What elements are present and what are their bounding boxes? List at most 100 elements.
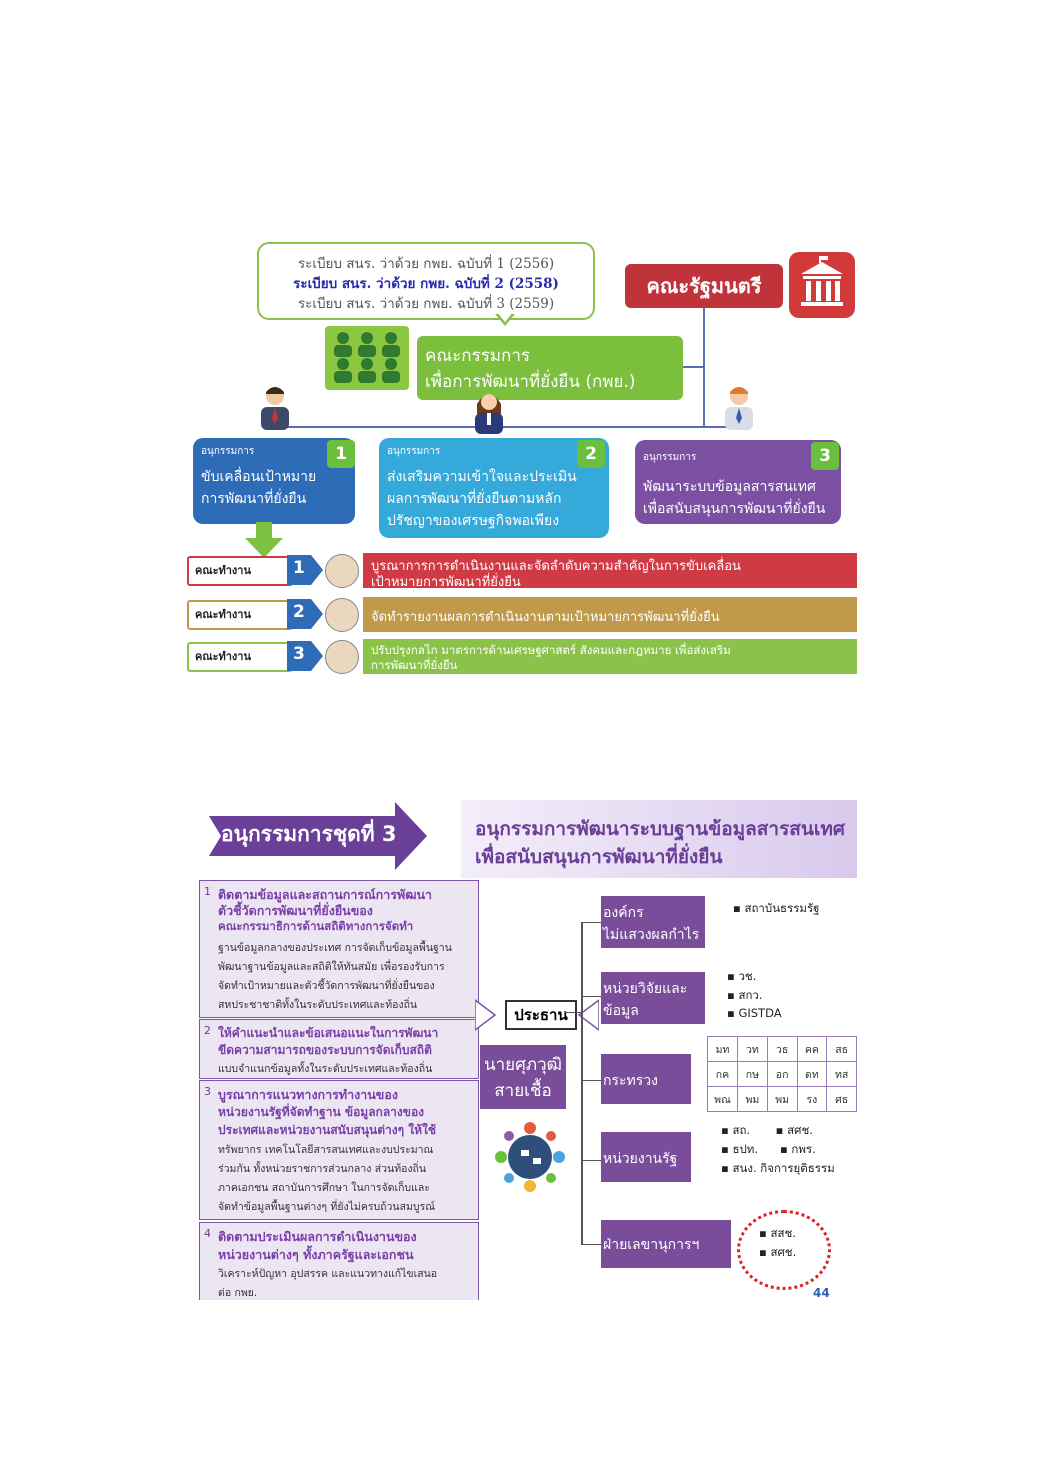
title-left: อนุกรรมการชุดที่ 3: [221, 822, 397, 846]
org-ministry-line1: กระทรวง: [603, 1073, 658, 1089]
subcommittee-3-line2: เพื่อสนับสนุนการพัฒนาที่ยั่งยืน: [643, 501, 826, 517]
chair-name-box: นายศุภวุฒิ สายเชื้อ: [480, 1045, 566, 1109]
task-2-number: 2: [204, 1024, 211, 1037]
ministry-cell: รง: [796, 1086, 828, 1112]
subcommittee-2: อนุกรรมการ 2 ส่งเสริมความเข้าใจและประเมิ…: [379, 438, 609, 538]
slide-committee-structure: ระเบียบ สนร. ว่าด้วย กพย. ฉบับที่ 1 (255…: [185, 238, 857, 674]
working-group-3-bar: ปรับปรุงกลไก มาตรการด้านเศรษฐศาสตร์ สังค…: [363, 639, 857, 674]
org-research-line1: หน่วยวิจัยและ: [603, 981, 688, 997]
org-ministry: กระทรวง: [601, 1054, 691, 1104]
working-group-3-number: 3: [293, 644, 305, 664]
task-3-body3: ภาคเอกชน สถาบันการศึกษา ในการจัดเก็บและ: [218, 1182, 430, 1194]
ministry-cell: ดท: [796, 1061, 828, 1087]
subcommittee-3-line1: พัฒนาระบบข้อมูลสารสนเทศ: [643, 479, 816, 495]
task-1-number: 1: [204, 885, 211, 898]
working-group-3-line2: การพัฒนาที่ยั่งยืน: [371, 658, 458, 672]
working-group-2-avatar-icon: [325, 598, 359, 632]
org-nonprofit-bullet1: ▪ สถาบันธรรมรัฐ: [733, 901, 820, 915]
ministry-cell: ศธ: [826, 1086, 857, 1112]
task-2-heading1: ให้คำแนะนำและข้อเสนอแนะในการพัฒนา: [218, 1026, 439, 1040]
page-number: 44: [813, 1286, 830, 1300]
task-4-number: 4: [204, 1227, 211, 1240]
tree-branch-2: [581, 996, 601, 997]
task-1-heading2: ตัวชี้วัดการพัฒนาที่ยั่งยืนของ: [218, 903, 373, 918]
task-3: 3 บูรณาการแนวทางการทำงานของ หน่วยงานรัฐท…: [199, 1080, 479, 1220]
meeting-table-icon: [495, 1122, 565, 1192]
ministry-cell: สธ: [826, 1036, 857, 1062]
person-man-orange-hair-icon: [721, 384, 757, 430]
org-nonprofit-line1: องค์กร: [603, 905, 644, 921]
subcommittee-3-small: อนุกรรมการ: [643, 452, 697, 463]
subcommittee-2-line2: ผลการพัฒนาที่ยั่งยืนตามหลัก: [387, 491, 562, 507]
committee-box: คณะกรรมการ เพื่อการพัฒนาที่ยั่งยืน (กพย.…: [417, 336, 683, 400]
ministry-cell: กษ: [737, 1061, 768, 1087]
working-group-1: คณะทำงาน 1 บูรณาการการดำเนินงานและจัดลำด…: [185, 552, 857, 590]
task-1-heading3: คณะกรรมาธิการด้านสถิติทางการจัดทำ: [218, 919, 414, 933]
subcommittee-2-number: 2: [577, 440, 605, 468]
cabinet-box: คณะรัฐมนตรี: [625, 264, 783, 308]
subcommittee-1-line2: การพัฒนาที่ยั่งยืน: [201, 491, 307, 507]
org-government-bullet3: ▪ สนง. กิจการยุติธรรม: [721, 1161, 835, 1175]
working-group-1-number: 1: [293, 558, 305, 578]
person-woman-icon: [471, 388, 507, 434]
regulation-2: ระเบียบ สนร. ว่าด้วย กพย. ฉบับที่ 2 (255…: [293, 276, 559, 292]
working-group-3: คณะทำงาน 3 ปรับปรุงกลไก มาตรการด้านเศรษฐ…: [185, 638, 857, 674]
org-government-bullet2: ▪ ธปท. ▪ กพร.: [721, 1142, 816, 1156]
working-group-3-label: คณะทำงาน: [187, 642, 293, 672]
working-group-1-bar: บูรณาการการดำเนินงานและจัดลำดับความสำคัญ…: [363, 553, 857, 590]
tree-root: [565, 1012, 581, 1013]
task-3-body2: ร่วมกัน ทั้งหน่วยราชการส่วนกลาง ส่วนท้อง…: [218, 1163, 427, 1175]
tree-branch-3: [581, 1080, 601, 1081]
subcommittee-3: อนุกรรมการ 3 พัฒนาระบบข้อมูลสารสนเทศ เพื…: [635, 440, 841, 524]
subcommittee-2-small: อนุกรรมการ: [387, 446, 441, 457]
org-secretariat-bullet2: ▪ สศช.: [759, 1245, 797, 1259]
task-3-body4: จัดทำข้อมูลพื้นฐานต่างๆ ที่ยังไม่ครบถ้วน…: [218, 1201, 435, 1213]
task-4-heading2: หน่วยงานต่างๆ ทั้งภาครัฐและเอกชน: [218, 1247, 414, 1262]
connector-cabinet: [703, 308, 705, 428]
working-group-1-avatar-icon: [325, 554, 359, 588]
ministry-cell: พม: [766, 1086, 798, 1112]
title-right-line1: อนุกรรมการพัฒนาระบบฐานข้อมูลสารสนเทศ: [475, 818, 845, 840]
committee-title-line2: เพื่อการพัฒนาที่ยั่งยืน (กพย.): [425, 372, 636, 392]
ministry-cell: กค: [707, 1061, 738, 1087]
people-group-icon: [325, 326, 409, 390]
government-building-icon: [789, 252, 855, 318]
ministry-cell: วธ: [766, 1036, 798, 1062]
chair-name-line2: สายเชื้อ: [494, 1081, 552, 1101]
task-3-number: 3: [204, 1085, 211, 1098]
subcommittee-3-number: 3: [811, 442, 839, 470]
working-group-3-number-arrow: [287, 641, 323, 671]
task-4: 4 ติดตามประเมินผลการดำเนินงานของ หน่วยงา…: [199, 1222, 479, 1300]
org-nonprofit-line2: ไม่แสวงผลกำไร: [603, 927, 700, 943]
org-government: หน่วยงานรัฐ: [601, 1132, 691, 1182]
subcommittee-1-number: 1: [327, 440, 355, 468]
tree-branch-5: [581, 1244, 601, 1245]
working-group-2-number-arrow: [287, 599, 323, 629]
subcommittee-1-line1: ขับเคลื่อนเป้าหมาย: [201, 469, 317, 485]
tree-branch-4: [581, 1160, 601, 1161]
subcommittee-1-small: อนุกรรมการ: [201, 446, 255, 457]
org-research-bullet2: ▪ สกว.: [727, 988, 763, 1002]
task-1-body2: พัฒนาฐานข้อมูลและสถิติให้ทันสมัย เพื่อรอ…: [218, 961, 445, 973]
working-group-2-label: คณะทำงาน: [187, 600, 293, 630]
org-secretariat: ฝ่ายเลขานุการฯ: [601, 1220, 731, 1268]
person-man-icon: [257, 384, 293, 430]
org-secretariat-bullet1: ▪ สสช.: [759, 1226, 796, 1240]
chair-name-line1: นายศุภวุฒิ: [483, 1055, 563, 1075]
org-nonprofit: องค์กร ไม่แสวงผลกำไร: [601, 896, 705, 948]
regulation-3: ระเบียบ สนร. ว่าด้วย กพย. ฉบับที่ 3 (255…: [297, 296, 555, 312]
task-3-heading1: บูรณาการแนวทางการทำงานของ: [218, 1087, 398, 1102]
task-1-body3: จัดทำเป้าหมายและตัวชี้วัดการพัฒนาที่ยั่ง…: [218, 980, 435, 992]
task-4-heading1: ติดตามประเมินผลการดำเนินงานของ: [218, 1229, 417, 1244]
task-1-body1: ฐานข้อมูลกลางของประเทศ การจัดเก็บข้อมูลพ…: [218, 942, 452, 954]
task-4-body2: ต่อ กพย.: [218, 1287, 258, 1299]
committee-title-line1: คณะกรรมการ: [425, 346, 531, 366]
task-2-body1: แบบจำแนกข้อมูลทั้งในระดับประเทศและท้องถิ…: [218, 1063, 433, 1075]
org-secretariat-line1: ฝ่ายเลขานุการฯ: [603, 1237, 700, 1253]
working-group-3-line1: ปรับปรุงกลไก มาตรการด้านเศรษฐศาสตร์ สังค…: [371, 643, 731, 657]
ministry-grid: มทวทวธคคสธ กคกษอกดททส พณพมพมรงศธ: [707, 1036, 857, 1112]
subcommittee-1: อนุกรรมการ 1 ขับเคลื่อนเป้าหมาย การพัฒนา…: [193, 438, 355, 524]
task-1-body4: สหประชาชาติทั้งในระดับประเทศและท้องถิ่น: [218, 999, 418, 1011]
subcommittee-2-line1: ส่งเสริมความเข้าใจและประเมิน: [387, 469, 577, 485]
connector-horizontal: [273, 426, 741, 428]
